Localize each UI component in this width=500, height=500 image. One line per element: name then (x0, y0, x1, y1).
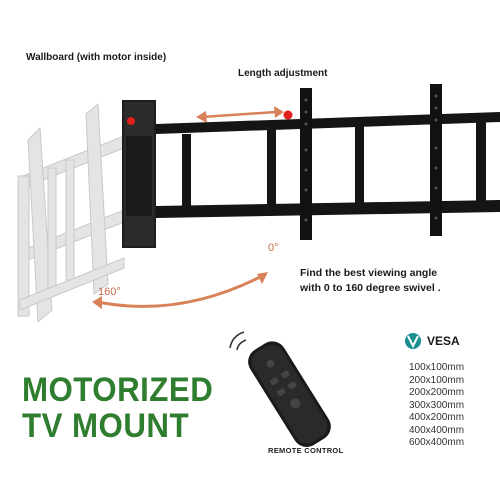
title-line-2: TV MOUNT (22, 407, 190, 445)
description-line-2: with 0 to 160 degree swivel . (300, 282, 441, 294)
wallboard-motor-box (122, 100, 156, 248)
swivel-description: Find the best viewing angle with 0 to 16… (300, 266, 441, 296)
vesa-size-item: 400x400mm (409, 424, 465, 436)
vesa-size-item: 200x200mm (409, 387, 465, 398)
angle-max-label: 160° (98, 286, 121, 298)
remote-control-label: REMOTE CONTROL (268, 446, 344, 455)
length-adjustment-label: Length adjustment (238, 68, 328, 79)
length-adjust-arrow (196, 106, 284, 123)
ghost-swivel-frame (17, 102, 125, 324)
vesa-size-item: 600x400mm (409, 437, 465, 448)
vesa-size-item: 200x100mm (409, 374, 465, 386)
title-line-1: MOTORIZED (22, 371, 214, 409)
wallboard-label: Wallboard (with motor inside) (26, 52, 167, 63)
length-indicator-dot (283, 110, 293, 120)
vesa-size-item: 300x300mm (409, 399, 465, 411)
vesa-logo-icon (405, 333, 421, 349)
description-line-1: Find the best viewing angle (300, 267, 438, 279)
vesa-heading: VESA (427, 334, 460, 348)
vesa-size-item: 100x100mm (409, 362, 465, 373)
angle-zero-label: 0° (268, 242, 279, 254)
vesa-bracket-right (430, 84, 442, 236)
vesa-size-item: 400x200mm (409, 412, 465, 423)
vesa-bracket-left (300, 88, 312, 240)
remote-control-icon (229, 331, 331, 447)
vesa-size-list: 100x100mm 200x100mm 200x200mm 300x300mm … (409, 362, 464, 450)
mount-arm (156, 112, 500, 218)
swivel-arc-arrow (92, 272, 268, 309)
